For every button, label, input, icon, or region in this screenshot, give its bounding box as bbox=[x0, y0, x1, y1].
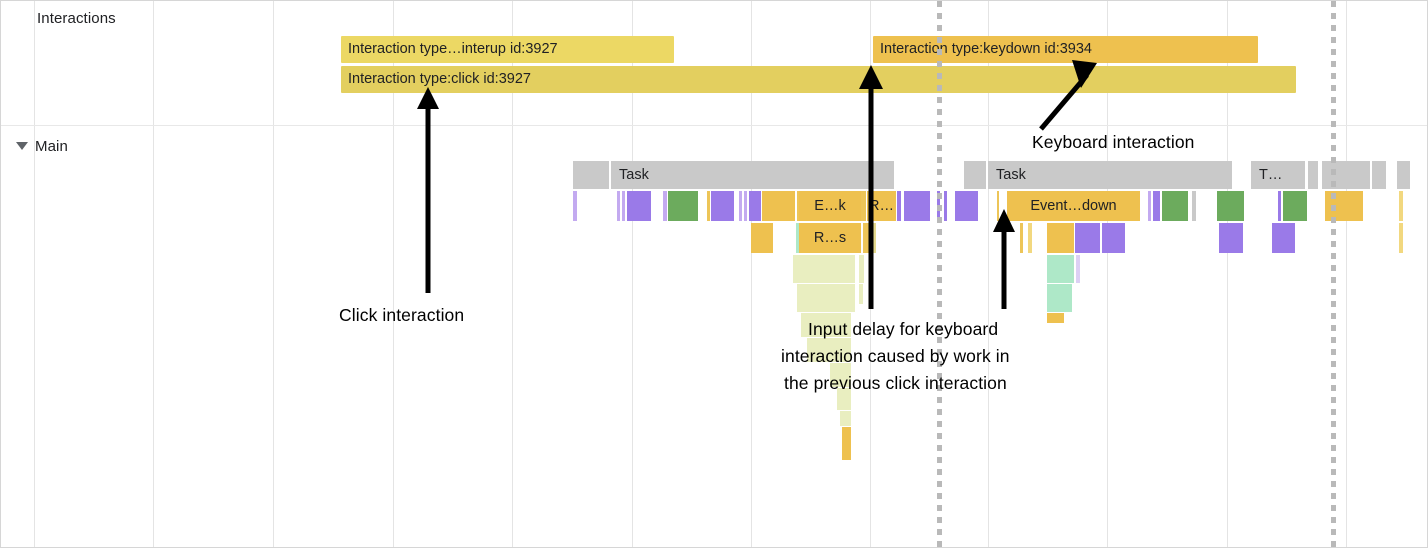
task-bar-5[interactable]: T… bbox=[1251, 161, 1305, 189]
flame-block-r2-15[interactable] bbox=[861, 191, 866, 221]
flame-block-r3-7[interactable] bbox=[1075, 223, 1100, 253]
deep-right-block-1[interactable] bbox=[1076, 255, 1080, 283]
deep-right-block-0[interactable] bbox=[1047, 255, 1074, 283]
task-bar-6[interactable] bbox=[1308, 161, 1318, 189]
flame-block-r2-7[interactable] bbox=[711, 191, 734, 221]
flame-block-r2-23[interactable] bbox=[997, 191, 999, 221]
deep-left-block-0[interactable] bbox=[793, 255, 855, 283]
flame-block-r2-26[interactable] bbox=[1162, 191, 1188, 221]
flame-block-r3-11[interactable] bbox=[1399, 223, 1403, 253]
deep-left-block-9[interactable] bbox=[842, 427, 851, 460]
flame-block-r3-6[interactable] bbox=[1047, 223, 1074, 253]
task-bar-4[interactable]: Task bbox=[988, 161, 1232, 189]
gridline-8 bbox=[988, 1, 989, 547]
task-bar-3[interactable] bbox=[964, 161, 986, 189]
flame-block-r2-0[interactable] bbox=[573, 191, 577, 221]
gridline-11 bbox=[1346, 1, 1347, 547]
task-bar-9[interactable] bbox=[1378, 161, 1386, 189]
deep-left-block-5[interactable] bbox=[807, 338, 851, 362]
track-label-main[interactable]: Main bbox=[35, 138, 68, 155]
input-delay-note-line2: interaction caused by work in bbox=[781, 346, 1010, 366]
event-block-eventk[interactable]: E…k bbox=[799, 191, 861, 221]
gridline-6 bbox=[751, 1, 752, 547]
flame-block-r2-2[interactable] bbox=[622, 191, 625, 221]
task-bar-7[interactable] bbox=[1322, 161, 1370, 189]
input-delay-note-line1: Input delay for keyboard bbox=[808, 319, 999, 339]
click-interaction-bar[interactable]: Interaction type:click id:3927 bbox=[341, 66, 1296, 93]
flame-block-r2-21[interactable] bbox=[944, 191, 947, 221]
deep-left-block-4[interactable] bbox=[801, 313, 851, 337]
task-bar-8[interactable] bbox=[1372, 161, 1380, 189]
marker-line-1[interactable] bbox=[1331, 1, 1336, 547]
flame-block-r2-32[interactable] bbox=[1399, 191, 1403, 221]
pointer-interaction-bar[interactable]: Interaction type…interup id:3927 bbox=[341, 36, 674, 63]
flame-block-r2-4[interactable] bbox=[663, 191, 667, 221]
task-bar-10[interactable] bbox=[1397, 161, 1405, 189]
flame-block-r2-1[interactable] bbox=[617, 191, 620, 221]
gridline-2 bbox=[273, 1, 274, 547]
task-bar-2[interactable]: Task bbox=[611, 161, 894, 189]
gridline-1 bbox=[153, 1, 154, 547]
deep-left-block-3[interactable] bbox=[859, 284, 863, 304]
click-interaction-note: Click interaction bbox=[339, 305, 465, 325]
flame-block-r2-30[interactable] bbox=[1283, 191, 1307, 221]
flame-block-r3-5[interactable] bbox=[1028, 223, 1032, 253]
flame-block-r2-18[interactable] bbox=[897, 191, 901, 221]
deep-right-block-3[interactable] bbox=[1047, 313, 1064, 323]
flame-block-r3-0[interactable] bbox=[751, 223, 773, 253]
marker-line-0[interactable] bbox=[937, 1, 942, 547]
flame-block-r3-4[interactable] bbox=[1020, 223, 1023, 253]
flame-block-r3-10[interactable] bbox=[1272, 223, 1295, 253]
deep-right-block-2[interactable] bbox=[1047, 284, 1072, 312]
gridline-3 bbox=[393, 1, 394, 547]
gridline-10 bbox=[1227, 1, 1228, 547]
flame-block-r2-10[interactable] bbox=[749, 191, 761, 221]
keyboard-interaction-note: Keyboard interaction bbox=[1032, 132, 1195, 152]
input-delay-note-line3: the previous click interaction bbox=[784, 373, 1007, 393]
gridline-9 bbox=[1107, 1, 1108, 547]
flame-block-r2-11[interactable] bbox=[762, 191, 795, 221]
deep-left-block-8[interactable] bbox=[840, 411, 851, 426]
keydown-interaction-bar[interactable]: Interaction type:keydown id:3934 bbox=[873, 36, 1258, 63]
flame-block-r3-3[interactable] bbox=[872, 223, 876, 253]
track-label-interactions[interactable]: Interactions bbox=[37, 10, 116, 27]
event-block-rs[interactable]: R…s bbox=[799, 223, 861, 253]
task-bar-11[interactable] bbox=[1402, 161, 1410, 189]
deep-left-block-2[interactable] bbox=[797, 284, 855, 312]
flame-block-r3-9[interactable] bbox=[1219, 223, 1243, 253]
gridline-5 bbox=[632, 1, 633, 547]
task-bar-1[interactable] bbox=[573, 161, 609, 189]
flame-block-r3-2[interactable] bbox=[863, 223, 869, 253]
flame-block-r2-8[interactable] bbox=[739, 191, 742, 221]
flame-block-r2-27[interactable] bbox=[1192, 191, 1196, 221]
flame-block-r3-8[interactable] bbox=[1102, 223, 1125, 253]
flame-block-r2-9[interactable] bbox=[744, 191, 747, 221]
deep-left-block-7[interactable] bbox=[837, 388, 851, 410]
flame-block-r2-28[interactable] bbox=[1217, 191, 1244, 221]
flame-block-r2-25[interactable] bbox=[1153, 191, 1160, 221]
flame-block-r2-6[interactable] bbox=[707, 191, 710, 221]
event-block-r[interactable]: R… bbox=[867, 191, 896, 221]
flame-block-r2-19[interactable] bbox=[904, 191, 930, 221]
gridline-4 bbox=[512, 1, 513, 547]
deep-left-block-6[interactable] bbox=[830, 363, 851, 387]
deep-left-block-1[interactable] bbox=[859, 255, 864, 283]
flame-block-r2-3[interactable] bbox=[627, 191, 651, 221]
track-divider bbox=[1, 125, 1427, 126]
flame-block-r2-22[interactable] bbox=[955, 191, 978, 221]
flame-block-r2-5[interactable] bbox=[668, 191, 698, 221]
event-block-eventdown[interactable]: Event…down bbox=[1007, 191, 1140, 221]
triangle-down-icon[interactable] bbox=[16, 142, 28, 150]
flame-block-r2-24[interactable] bbox=[1148, 191, 1151, 221]
gridline-0 bbox=[34, 1, 35, 547]
flame-block-r2-12[interactable] bbox=[797, 191, 800, 221]
flame-block-r2-29[interactable] bbox=[1278, 191, 1281, 221]
